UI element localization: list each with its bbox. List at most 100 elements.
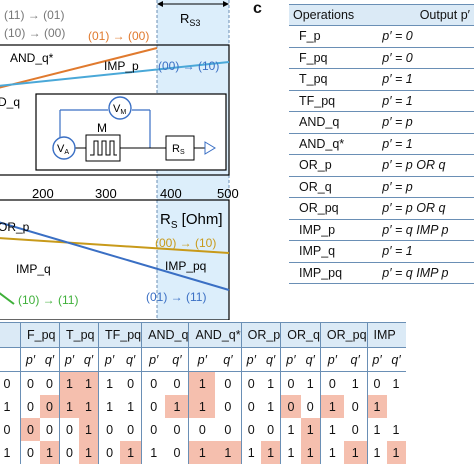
truth-header: OR_p: [240, 322, 281, 348]
truth-sub-header: q′: [165, 348, 189, 372]
operation-name: OR_pq: [289, 197, 379, 220]
truth-cell: 1: [300, 418, 320, 441]
truth-cell: 1: [98, 372, 120, 395]
truth-cell: 0: [141, 395, 165, 418]
truth-cell: 0: [173, 422, 181, 437]
operation-output: p′ = 0: [378, 47, 474, 69]
truth-cell: 0: [306, 399, 314, 414]
truth-sub-header: q′: [215, 348, 241, 372]
va-label: VA: [57, 143, 69, 156]
blue-series-line: [0, 221, 230, 291]
truth-header: AND_q*: [188, 322, 241, 348]
truth-cell: 1: [343, 441, 367, 464]
truth-table-subheader-row: p′q′p′q′p′q′p′q′p′q′p′q′p′q′p′q′p′q′: [0, 348, 406, 372]
truth-cell: 1: [366, 441, 387, 464]
truth-cell: 1: [392, 422, 400, 437]
transition-01-11: (01) → (11): [146, 290, 206, 304]
truth-sub-header: p′: [188, 348, 216, 372]
operation-name: AND_q*: [289, 133, 379, 155]
transition-11-01: (11) → (01): [4, 8, 64, 22]
truth-sub-header: p′: [280, 348, 301, 372]
operation-name: IMP_q: [289, 240, 379, 263]
truth-cell: 0: [127, 422, 135, 437]
truth-cell: 1: [188, 441, 216, 464]
truth-cell: 1: [366, 418, 387, 441]
operation-output: p′ = p: [378, 111, 474, 134]
xtick-500: 500: [217, 186, 239, 201]
circuit-inset: VM VA M RS: [35, 93, 227, 171]
truth-cell: 1: [59, 395, 79, 418]
truth-sub-header: p′: [366, 348, 387, 372]
gold-series-line: [0, 237, 230, 254]
truth-sub-header: p′: [98, 348, 121, 372]
truth-cell: 0: [173, 376, 181, 391]
truth-header: IMP: [366, 322, 406, 348]
truth-cell: 0: [351, 422, 359, 437]
op-d-q: D_q: [0, 95, 20, 109]
vm-label: VM: [113, 103, 126, 116]
op-or-p: OR_p: [0, 220, 30, 234]
operation-output: p′ = 1: [378, 68, 474, 91]
truth-cell: 0: [188, 418, 215, 441]
truth-cell: 1: [79, 372, 98, 395]
truth-cell: 0: [20, 372, 40, 395]
truth-cell: 1: [215, 441, 241, 464]
transition-10-11: (10) → (11): [18, 293, 78, 307]
truth-sub-header: q′: [300, 348, 320, 372]
op-imp-pq: IMP_pq: [165, 259, 206, 273]
operation-output: p′ = p OR q: [378, 197, 474, 220]
transition-01-00: (01) → (00): [88, 29, 149, 43]
truth-cell: 1: [98, 395, 120, 418]
truth-cell: 1: [188, 395, 216, 418]
truth-cell: 1: [79, 441, 98, 464]
truth-cell: 1: [392, 376, 400, 391]
operation-name: IMP_p: [289, 219, 379, 241]
panel-c-label: c: [253, 0, 262, 17]
truth-cell: 0: [20, 418, 40, 441]
operation-name: OR_p: [289, 154, 379, 177]
truth-sub-header: p′: [141, 348, 166, 372]
truth-sub-header: q′: [386, 348, 406, 372]
truth-cell: 1: [386, 441, 406, 464]
truth-cell: 1: [280, 418, 300, 441]
truth-cell: 1: [260, 441, 281, 464]
truth-cell: 1: [267, 399, 275, 414]
blue-light-series-line: [0, 61, 230, 87]
resistance-plot: RS3 (11) → (01) (10) → (00) (01) → (00) …: [0, 0, 239, 320]
truth-cell: 0: [59, 418, 79, 441]
truth-sub-header: p′: [240, 348, 261, 372]
operation-output: p′ = p OR q: [378, 154, 474, 177]
truth-cell: 0: [20, 441, 40, 464]
truth-sub-header: q′: [40, 348, 59, 372]
truth-left-value: 1: [3, 399, 11, 414]
truth-cell: 1: [165, 395, 189, 418]
truth-cell: 1: [59, 372, 79, 395]
xtick-200: 200: [32, 186, 54, 201]
truth-cell: 1: [366, 395, 387, 418]
operation-name: OR_q: [289, 176, 379, 198]
truth-cell: 0: [319, 372, 344, 395]
truth-header: OR_q: [280, 322, 320, 348]
truth-header: TF_pq: [98, 322, 142, 348]
operation-name: F_p: [289, 25, 379, 48]
truth-cell: 0: [20, 395, 40, 418]
truth-left-value: 1: [3, 445, 11, 460]
truth-header: OR_pq: [319, 322, 367, 348]
operation-name: F_pq: [289, 47, 379, 69]
header-operations: Operations: [289, 4, 379, 26]
truth-cell: 0: [127, 376, 135, 391]
xtick-300: 300: [95, 186, 117, 201]
truth-cell: 1: [79, 418, 98, 441]
truth-cell: 0: [267, 422, 275, 437]
